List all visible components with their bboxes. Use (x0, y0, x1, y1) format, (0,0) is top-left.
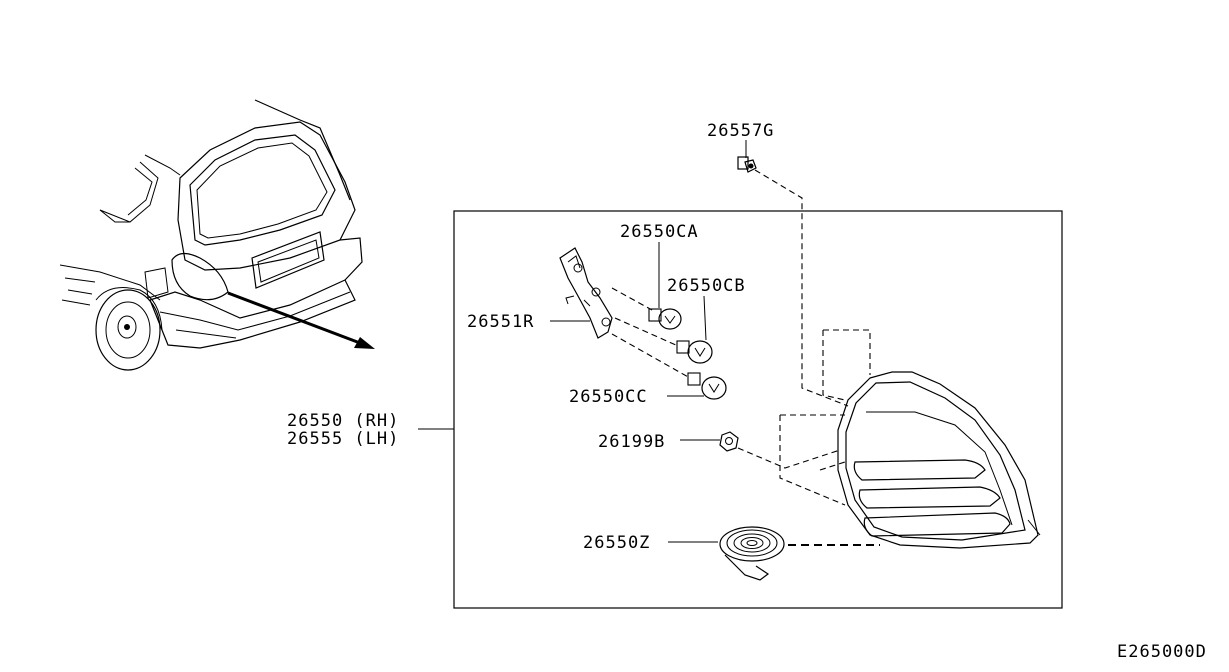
vehicle-rear-illustration (59, 99, 375, 371)
label-26550z: 26550Z (583, 533, 650, 553)
nut-26199b-icon (719, 431, 739, 452)
label-26550cb: 26550CB (667, 276, 746, 296)
socket-26551r-icon (559, 247, 613, 339)
label-26557g: 26557G (707, 121, 774, 141)
seal-26550z-icon (719, 526, 785, 581)
label-26550cc: 26550CC (569, 387, 648, 407)
bulb-26550cc-icon (687, 372, 727, 400)
label-26551r: 26551R (467, 312, 534, 332)
bulb-26550cb-icon (676, 340, 713, 364)
label-26550-rh: 26550 (RH) (287, 411, 399, 431)
label-26555-lh: 26555 (LH) (287, 429, 399, 449)
label-26550ca: 26550CA (620, 222, 699, 242)
diagram-code: E265000D (1117, 642, 1207, 662)
clip-26557g-icon (737, 156, 757, 173)
tail-lamp-assembly (779, 329, 1041, 549)
assembly-frame (453, 210, 1063, 609)
bulb-26550ca-icon (648, 308, 682, 330)
label-26199b: 26199B (598, 432, 665, 452)
